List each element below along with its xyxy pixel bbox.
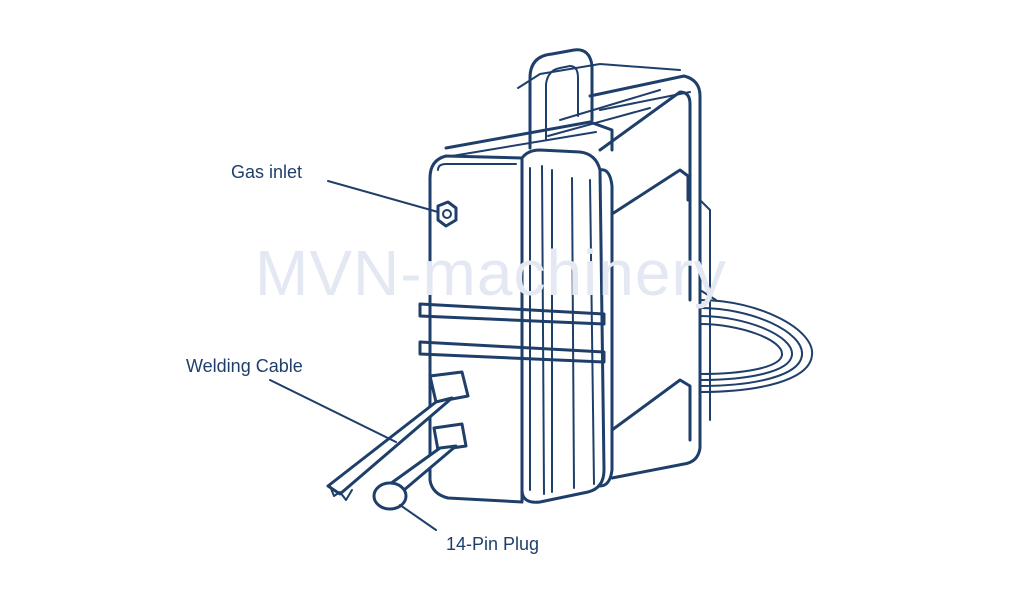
welding-cable-label: Welding Cable bbox=[186, 356, 303, 376]
front-panel bbox=[428, 154, 524, 504]
strap-lower bbox=[418, 340, 606, 364]
pin-plug bbox=[372, 422, 468, 511]
welding-cable-leader bbox=[269, 379, 397, 443]
front-frame bbox=[520, 148, 614, 504]
gas-inlet-leader bbox=[327, 180, 439, 213]
coiled-cable bbox=[699, 289, 814, 393]
housing-body bbox=[547, 74, 711, 480]
pin-plug-label: 14-Pin Plug bbox=[446, 534, 540, 554]
watermark-text: MVN-machinery bbox=[255, 237, 727, 309]
top-surface bbox=[444, 120, 614, 157]
welding-cable bbox=[326, 370, 470, 501]
pin-plug-leader bbox=[399, 504, 437, 531]
gas-inlet-fitting bbox=[436, 200, 458, 228]
carry-handle bbox=[517, 48, 681, 150]
gas-inlet-label: Gas inlet bbox=[231, 162, 303, 182]
strap-upper bbox=[418, 302, 606, 326]
